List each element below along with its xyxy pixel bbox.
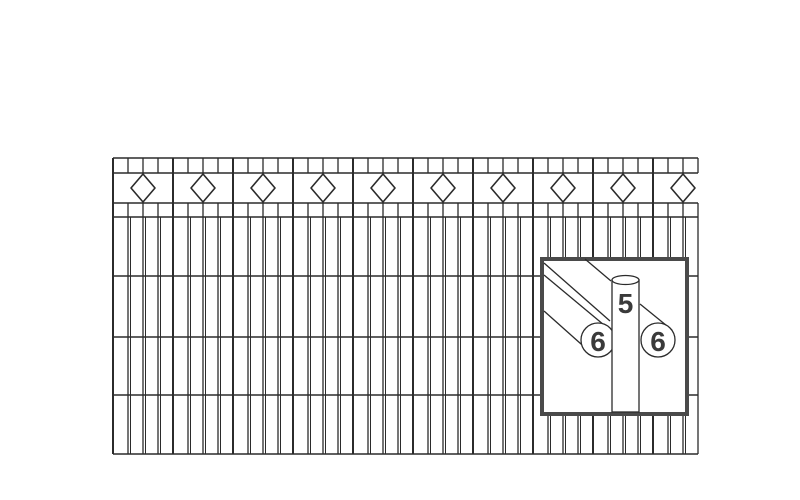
diamond-ornament	[610, 173, 636, 203]
diamond-ornament	[430, 173, 456, 203]
diamond-ornament	[190, 173, 216, 203]
wire-section-right	[640, 322, 676, 358]
vertical-wire-label: 5	[618, 288, 634, 319]
diamond-ornaments	[130, 173, 696, 203]
diamond-ornament	[130, 173, 156, 203]
diamond-ornament	[670, 173, 696, 203]
diamond-ornament	[250, 173, 276, 203]
diamond-ornament	[490, 173, 516, 203]
horizontal-wire-right-label: 6	[650, 326, 666, 357]
horizontal-wire-left-label: 6	[590, 326, 606, 357]
diamond-ornament	[310, 173, 336, 203]
wire-thickness-inset: 5 6 6	[540, 257, 689, 416]
diamond-ornament	[550, 173, 576, 203]
diamond-ornament	[370, 173, 396, 203]
vertical-wire-rod	[611, 279, 640, 413]
